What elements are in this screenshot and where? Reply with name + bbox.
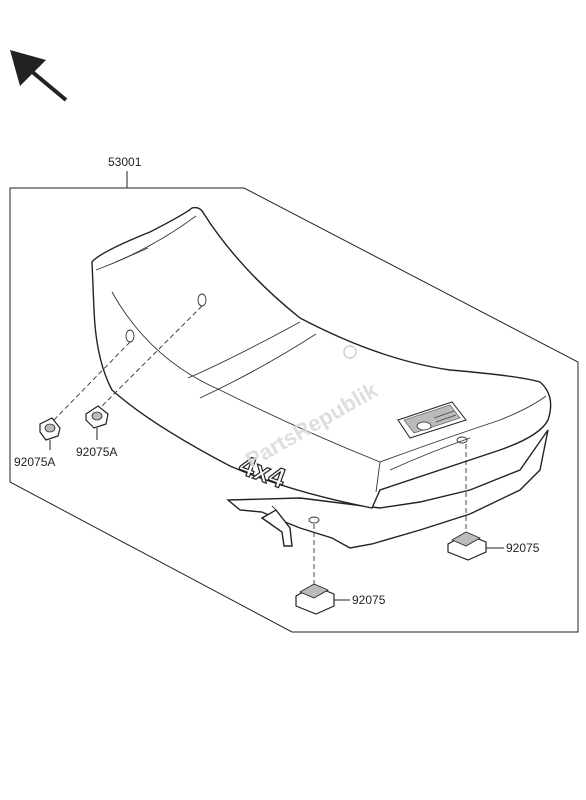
seat-seam-rear	[389, 437, 471, 471]
guide-line-collar-right	[97, 305, 203, 411]
warning-label-icon	[397, 401, 467, 439]
assembly-frame	[9, 187, 579, 633]
seat-seam-mid-2	[199, 333, 317, 399]
mount-hole-front	[308, 516, 320, 524]
part-label-damper-front: 92075	[352, 593, 386, 607]
mount-hole-rear	[456, 436, 468, 444]
seat-seam-front	[95, 215, 197, 271]
collar-right-part	[85, 405, 109, 429]
seat-seam-main	[111, 291, 547, 463]
part-label-collar-right: 92075A	[76, 445, 117, 459]
direction-arrow-icon	[10, 50, 68, 102]
seat-seam-side	[375, 461, 381, 493]
seat-seam-tick-1	[115, 247, 149, 263]
seat-cushion	[91, 206, 552, 509]
part-label-53001: 53001	[108, 155, 142, 169]
watermark-registered-icon	[343, 345, 357, 359]
seat-latch	[260, 505, 293, 547]
damper-rear-part	[447, 531, 487, 561]
collar-left-part	[39, 417, 61, 441]
seat-seam-mid-1	[187, 321, 301, 379]
part-label-damper-rear: 92075	[506, 541, 540, 555]
part-label-collar-left: 92075A	[14, 455, 55, 469]
damper-front-part	[295, 583, 335, 615]
guide-line-collar-left	[49, 341, 131, 425]
